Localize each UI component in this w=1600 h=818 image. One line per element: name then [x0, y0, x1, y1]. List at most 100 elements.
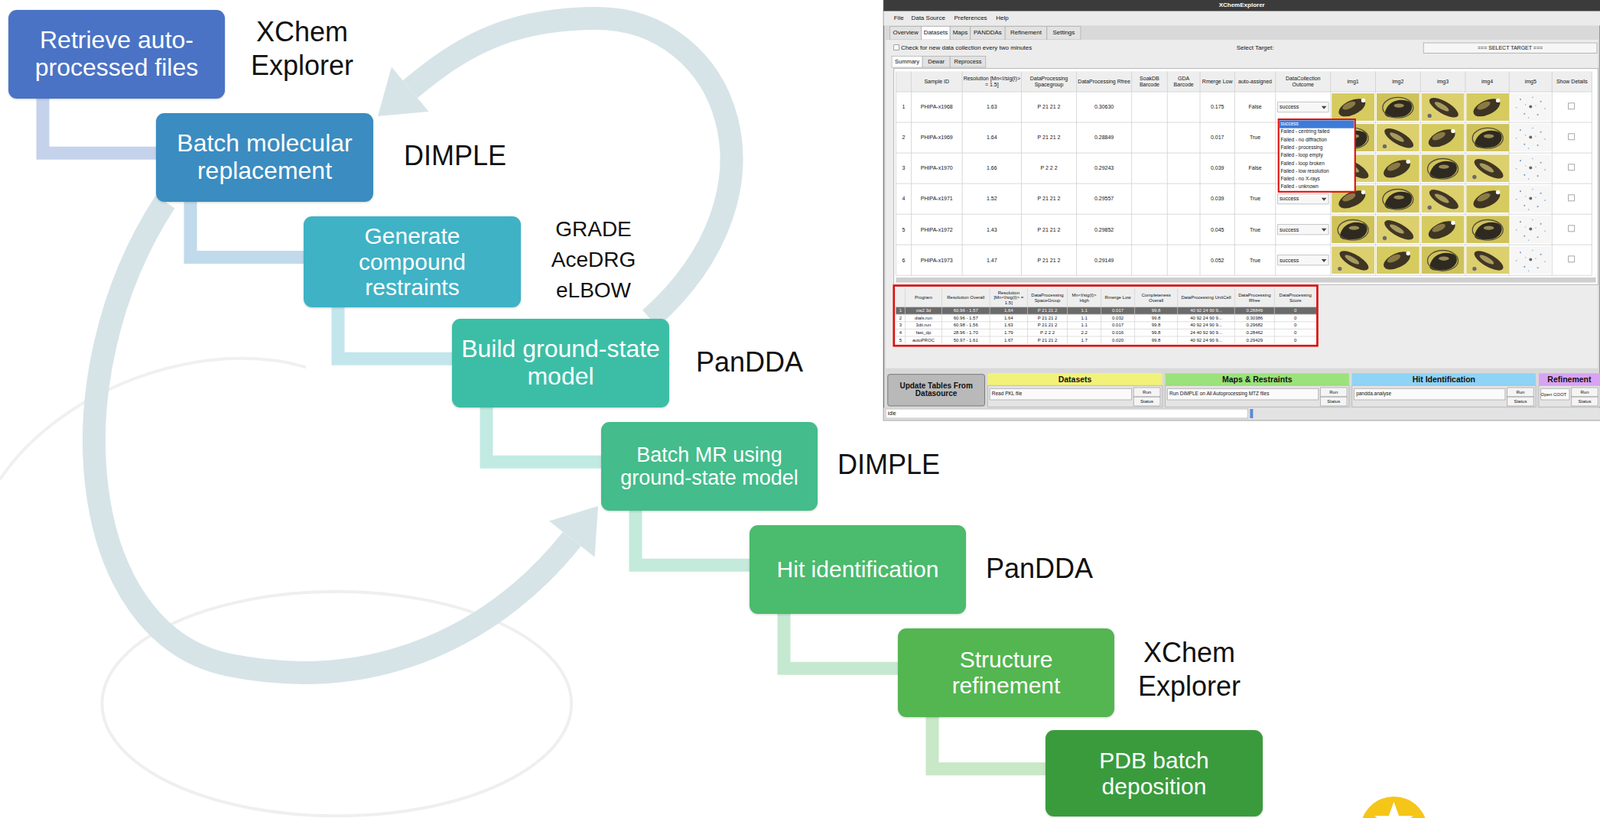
column-header: DataProcessing Rfree: [1077, 71, 1131, 92]
process-box: Build ground-state model: [452, 318, 670, 408]
subtable-header: [895, 289, 1317, 308]
dropdown-item: Failed - processing: [1280, 143, 1354, 152]
step-connector: [42, 98, 157, 153]
table-cell: success: [1279, 101, 1319, 112]
diffraction-image: [1510, 93, 1552, 121]
table-frame: [894, 68, 1599, 285]
dropdown-item: Failed - centring failed: [1280, 128, 1354, 137]
table-cell: P 21 21 2: [1027, 336, 1068, 345]
column-header: DataProcessing Spacegroup: [1022, 71, 1076, 92]
status-bar: [883, 408, 1600, 421]
table-cell: 0.29149: [1076, 244, 1132, 276]
table-cell: True: [1234, 244, 1275, 276]
step-connector: [932, 717, 1046, 770]
crystal-image: [1421, 246, 1465, 274]
table-cell: 99.8: [1134, 307, 1178, 316]
table-cell: 0.30630: [1076, 91, 1132, 123]
connector: [338, 307, 453, 359]
column-header: Resolution [Mn<I/sig(I)> = 1.5]: [990, 289, 1028, 308]
tool-name: PanDDA: [695, 345, 804, 380]
table-cell: 5: [895, 214, 911, 245]
table-cell: P 21 21 2: [1027, 321, 1068, 330]
table-cell: False: [1234, 152, 1275, 184]
column-header: img5: [1510, 71, 1552, 92]
table-cell: 1.7: [1067, 336, 1102, 345]
table-cell: 3dii.run: [904, 321, 942, 330]
field-label: Select Target:: [1224, 42, 1286, 53]
button-label: Status: [1320, 396, 1347, 407]
dropdown-value: Open COOT: [1541, 388, 1570, 400]
table-cell: 2: [895, 122, 911, 153]
column-header: DataProcessing UnitCell: [1177, 289, 1234, 308]
table-cell: P 21 21 2: [1027, 314, 1068, 322]
tool-name: DIMPLE: [837, 448, 940, 482]
checkbox: [1568, 103, 1575, 263]
dropdown-value: pandda.analyse: [1356, 388, 1506, 400]
tab-label: Maps: [949, 26, 971, 40]
table-cell: P 2 2 2: [1021, 152, 1077, 184]
subtable: [895, 289, 1317, 345]
step-connector: [635, 510, 750, 566]
table-cell: dials.run: [904, 314, 942, 322]
step-connector: [338, 307, 453, 359]
table-cell: P 21 21 2: [1021, 244, 1077, 276]
dropdown-value: Run DIMPLE on All Autoprocessing MTZ fil…: [1169, 388, 1319, 400]
table-cell: True: [1234, 214, 1275, 245]
button-label: Run: [1133, 387, 1161, 397]
box-text: Generate compound restraints: [311, 223, 514, 301]
table-cell: PHIPA-x1971: [910, 183, 963, 215]
table-cell: xia2 3d: [904, 307, 942, 316]
connector: [486, 407, 602, 462]
table-cell: 60.96 - 1.57: [941, 314, 990, 322]
subtab: [922, 55, 950, 68]
table-cell: 3: [895, 321, 905, 330]
table-cell: 0.29243: [1076, 152, 1132, 184]
process-box: Retrieve auto-processed files: [8, 9, 225, 99]
table-cell: 0.29429: [1234, 336, 1275, 345]
table-cell: 1.1: [1067, 321, 1102, 330]
selected-row: [895, 307, 1317, 316]
box-text: Batch molecular replacement: [163, 130, 366, 186]
table-cell: 0.017: [1200, 122, 1235, 153]
crystal-image: [1421, 185, 1465, 213]
table-cell: 1.43: [962, 214, 1022, 245]
button-label: Update Tables From Datasource: [887, 374, 986, 407]
crystal-image: [1331, 93, 1375, 121]
process-box: Structure refinement: [897, 628, 1115, 718]
panel-body: [987, 385, 1600, 407]
table-cell: PHIPA-x1969: [910, 122, 963, 153]
table-cell: 99.8: [1134, 336, 1178, 345]
tool-name: XChem Explorer: [237, 15, 368, 83]
tab: [921, 26, 950, 40]
tab-label: Refinement: [1004, 26, 1048, 40]
checkbox-label: Check for new data collection every two …: [900, 42, 1106, 53]
dropdown-item: Failed - unknown: [1280, 183, 1354, 192]
column-header: auto-assigned: [1235, 71, 1275, 92]
badge: [1359, 796, 1428, 818]
table-cell: 1: [895, 91, 911, 123]
menu-item: Help: [995, 12, 1015, 25]
column-header: img4: [1466, 71, 1509, 92]
table-grid: [895, 71, 1592, 276]
column-header: DataCollection Outcome: [1276, 71, 1330, 92]
table-cell: P 21 21 2: [1027, 307, 1068, 316]
table-cell: autoPROC: [904, 336, 942, 345]
table-cell: 0: [1274, 307, 1317, 316]
column-header: img1: [1331, 71, 1375, 92]
table-cell: PHIPA-x1968: [910, 91, 963, 123]
table-cell: P 2 2 2: [1027, 328, 1068, 337]
table-cell: 0: [1274, 314, 1317, 322]
connector: [932, 717, 1046, 770]
panel-title: Refinement: [1538, 373, 1600, 386]
target-dropdown: [1423, 42, 1597, 53]
diffraction-image: [1510, 215, 1552, 244]
crystal-image: [1421, 215, 1465, 244]
dropdown-item: success: [1280, 120, 1354, 128]
table-cell: 2.2: [1067, 328, 1102, 337]
tab: [889, 26, 921, 40]
table-cell: P 21 21 2: [1021, 122, 1077, 153]
table-cell: success: [1279, 255, 1319, 266]
table-cell: 1.66: [962, 152, 1022, 184]
connector: [635, 510, 750, 566]
table-cell: 99.8: [1134, 314, 1178, 322]
